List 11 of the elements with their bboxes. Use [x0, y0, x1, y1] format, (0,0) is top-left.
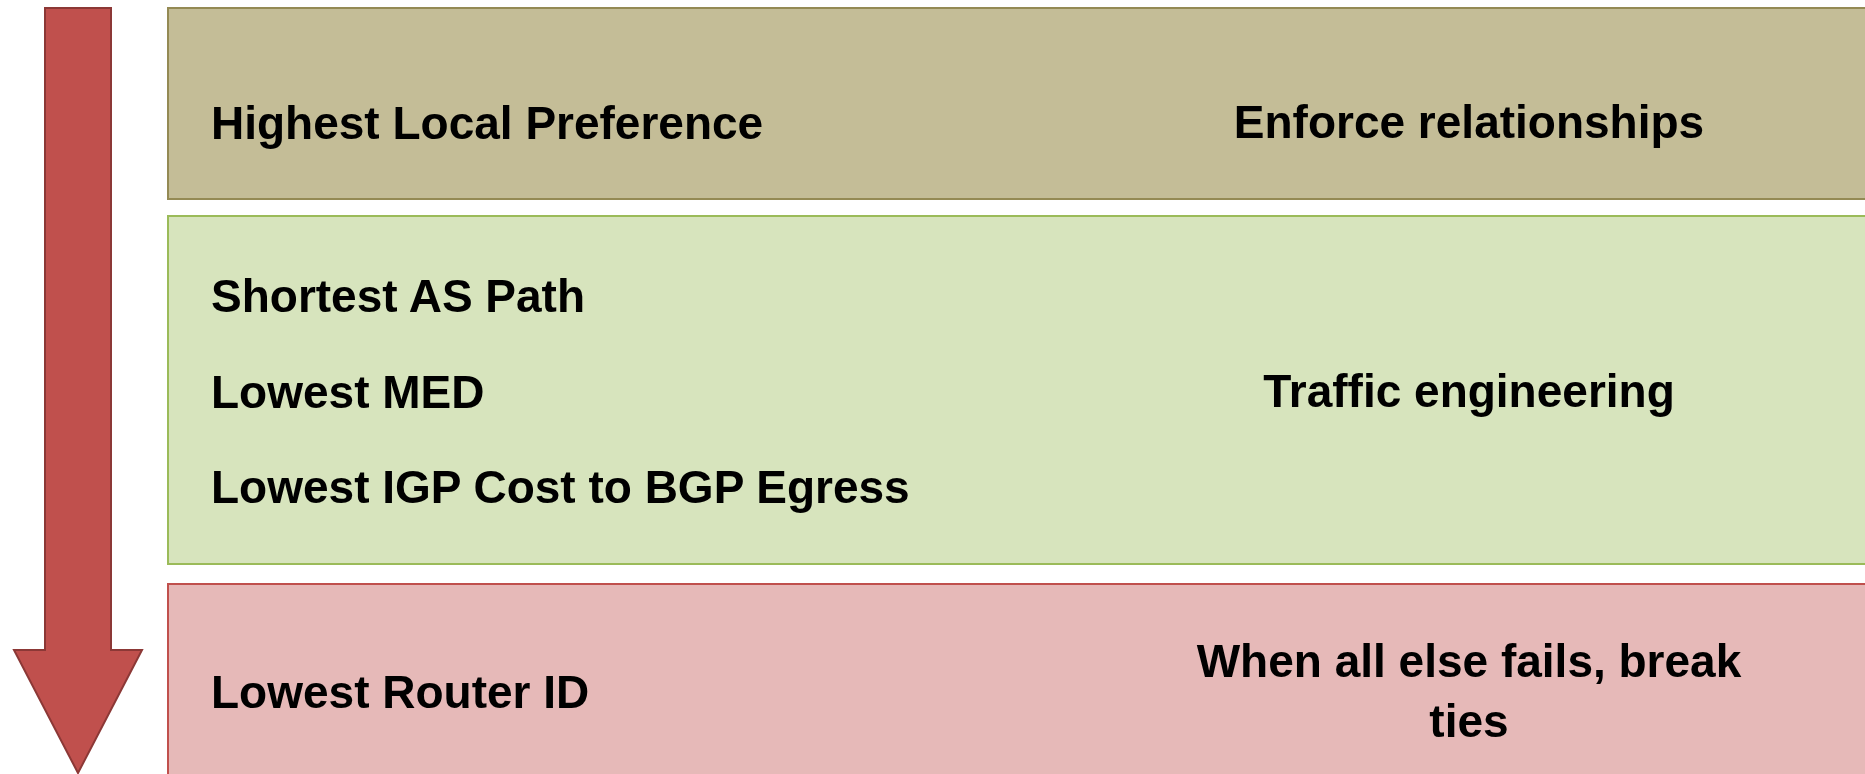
tier-band	[167, 215, 1865, 565]
purpose-text: Traffic engineering	[1262, 364, 1676, 419]
purpose-text: When all else fails, break ties	[1195, 634, 1743, 749]
criterion-text: Lowest Router ID	[211, 665, 590, 719]
tier-band	[167, 7, 1865, 200]
purpose-text: Enforce relationships	[1232, 95, 1706, 150]
tier-band	[167, 583, 1865, 774]
criterion-text: Lowest IGP Cost to BGP Egress	[211, 460, 910, 514]
criterion-text: Lowest MED	[211, 365, 485, 419]
criterion-text: Highest Local Preference	[211, 96, 764, 150]
criterion-text: Shortest AS Path	[211, 269, 586, 323]
